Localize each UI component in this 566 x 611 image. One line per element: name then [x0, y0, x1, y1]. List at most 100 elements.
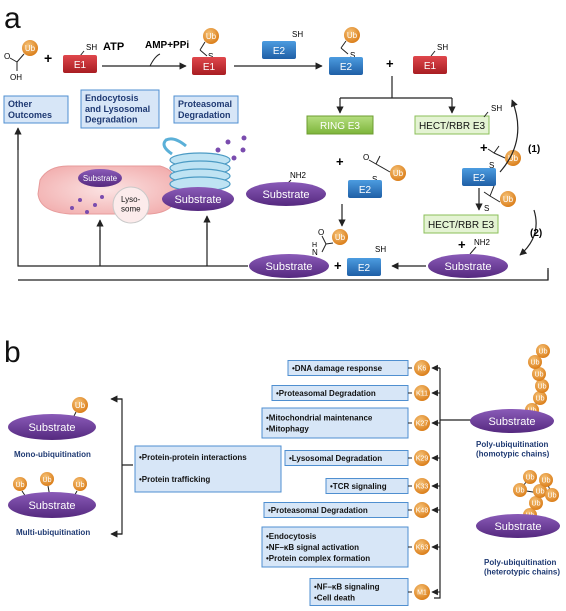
- text-line: Degradation: [85, 115, 138, 125]
- substrate-oval: [470, 409, 554, 433]
- linkage-function-text: •TCR signaling: [330, 482, 387, 491]
- lysine-site-label: K29: [416, 456, 429, 463]
- linkage-function-text: •DNA damage response: [292, 364, 383, 373]
- lysine-site-marker: [414, 360, 430, 376]
- linkage-function-text: •Lysosomal Degradation: [289, 454, 382, 463]
- plus-sign: +: [386, 56, 394, 71]
- substrate-oval: [476, 514, 560, 538]
- e2-released: E2 SH: [347, 245, 386, 276]
- lysine-site-marker: [414, 415, 430, 431]
- lysine-site-label: K48: [416, 508, 429, 515]
- linkage-row-k29: •Lysosomal Degradation K29: [284, 450, 440, 466]
- multi-ubiquitination: Ub Ub Ub Substrate Multi-ubiquitination: [8, 472, 96, 537]
- linkage-function-text: •Mitophagy: [266, 425, 309, 434]
- hect-return-arrow: [499, 99, 519, 173]
- outcome-other-box: [3, 95, 69, 124]
- amp-label: AMP+PPi: [145, 40, 189, 51]
- sulfur-label: S: [372, 175, 377, 184]
- e2-enzyme: E2 SH: [262, 30, 303, 59]
- peptide-fragments: [215, 135, 247, 161]
- plus-sign: +: [480, 140, 488, 155]
- mono-caption: Mono-ubiquitination: [14, 450, 91, 459]
- proteasome-rings: [169, 152, 231, 192]
- ub-marker: [73, 477, 87, 491]
- hect-e3: HECT/RBR E3 SH: [414, 104, 502, 135]
- e2-block: [262, 41, 296, 59]
- e1-label: E1: [424, 61, 437, 72]
- proteasome-illustration: Substrate: [162, 135, 247, 211]
- substrate-oval: [246, 182, 326, 206]
- text-line: Degradation: [178, 110, 231, 120]
- ub-label: Ub: [532, 501, 541, 508]
- linkage-function-text: •Proteasomal Degradation: [276, 389, 376, 398]
- substrate-small-label: Substrate: [83, 174, 118, 183]
- ub-label: Ub: [531, 360, 540, 367]
- thiol-label: SH: [437, 43, 448, 52]
- lysine-site-label: K27: [416, 421, 429, 428]
- linkage-function-text: •NF–κB signaling: [314, 583, 380, 592]
- linkage-row-k11: •Proteasomal Degradation K11: [271, 385, 440, 401]
- linkage-function-box: [261, 407, 409, 439]
- lysine-site-marker: [414, 385, 430, 401]
- hect-e3-ub: Ub S HECT/RBR E3: [423, 185, 516, 234]
- plus-sign: +: [334, 258, 342, 273]
- linkage-function-text: •Proteasomal Degradation: [268, 506, 368, 515]
- lysine-site-marker: [414, 539, 430, 555]
- thiol-label: SH: [292, 30, 303, 39]
- ring-e3-box: [306, 115, 374, 135]
- lysosome-vesicle: [112, 186, 150, 224]
- lysine-site-marker: [414, 450, 430, 466]
- ub-label: Ub: [508, 154, 519, 163]
- ring-e3-label: RING E3: [320, 121, 360, 132]
- e1-enzyme: SH E1: [63, 43, 97, 73]
- thiol-label: SH: [491, 104, 502, 113]
- ub-label: Ub: [335, 233, 346, 242]
- ub-label: Ub: [538, 384, 547, 391]
- e2-block: [462, 168, 496, 186]
- ub-label: Ub: [75, 401, 86, 410]
- ub-label: Ub: [542, 478, 551, 485]
- ub-label: Ub: [539, 349, 548, 356]
- ub-label: Ub: [535, 372, 544, 379]
- ub-label: Ub: [503, 195, 514, 204]
- e1-label: E1: [203, 62, 216, 73]
- substrate-label: Substrate: [494, 521, 541, 533]
- linkage-function-text: •Mitochondrial maintenance: [266, 414, 373, 423]
- step-2-label: (2): [530, 228, 542, 239]
- text-line: Outcomes: [8, 110, 52, 120]
- lysine-site-marker: [414, 584, 430, 600]
- ub-label: Ub: [536, 396, 545, 403]
- ub-marker: [344, 27, 360, 43]
- substrate-small: [78, 169, 122, 187]
- ub-marker: [523, 470, 537, 484]
- text-line: Proteasomal: [178, 99, 232, 109]
- text-line: Other: [8, 99, 33, 109]
- ub-marker: [22, 40, 38, 56]
- linkage-row-k27: •Mitochondrial maintenance •Mitophagy K27: [261, 407, 440, 439]
- ub-marker: [390, 165, 406, 181]
- lysine-site-label: K11: [416, 391, 428, 398]
- e1-label: E1: [74, 60, 87, 71]
- ub-marker: [500, 191, 516, 207]
- hect-e3-label: HECT/RBR E3: [419, 121, 486, 132]
- ub-marker: [72, 397, 88, 413]
- ub-carboxyl-group: Ub O OH: [4, 40, 38, 82]
- ub-marker: [536, 344, 550, 358]
- lysine-site-label: K63: [416, 545, 429, 552]
- ub-label: Ub: [536, 489, 545, 496]
- substrate-label: Substrate: [262, 189, 309, 201]
- substrate-oval: [249, 254, 329, 278]
- ubiquitinated-substrate: Ub O N H Substrate: [249, 228, 348, 278]
- step-1-label: (1): [528, 144, 540, 155]
- ub-label: Ub: [347, 31, 358, 40]
- substrate-oval: [428, 254, 508, 278]
- ub-label: Ub: [25, 44, 36, 53]
